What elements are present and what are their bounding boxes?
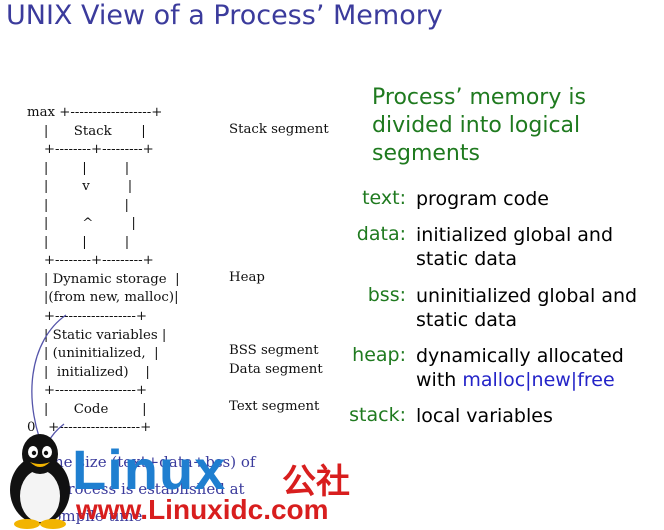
label-stack-segment: Stack segment [229,122,329,137]
memory-diagram-line: | Code | [27,401,147,417]
memory-diagram-line: +------------------+ [27,383,148,399]
term-stack: stack: [349,404,406,426]
def-line: static data [416,309,518,331]
watermark-url: www.Linuxidc.com [76,494,329,525]
term-bss: bss: [367,284,406,306]
slide-title: UNIX View of a Process’ Memory [6,0,443,31]
watermark-brand: Linux [72,438,227,501]
segments-heading: Process’ memory is divided into logical … [372,84,652,168]
memory-diagram-line: +--------+---------+ [27,253,154,269]
def-line: program code [416,188,549,210]
memory-diagram-line: | Stack | [27,123,146,139]
def-line: local variables [416,405,553,427]
term-heap: heap: [352,344,406,366]
memory-diagram-line: |(from new, malloc)| [27,290,179,306]
def-text: program code [416,187,549,211]
caption-line: The size (text+data+bss) of [44,453,256,471]
heading-line: segments [372,141,480,166]
malloc-new-free: malloc|new|free [462,369,615,391]
def-bss: uninitialized global and static data [416,284,637,332]
memory-diagram-line: max +------------------+ [27,105,163,120]
label-data-segment: Data segment [229,362,323,377]
def-line: with malloc|new|free [416,368,624,392]
memory-diagram-line: +------------------+ [27,309,148,325]
memory-layout-diagram: max +------------------+ | Stack | +----… [27,104,180,438]
memory-diagram-line: | | | [27,160,130,176]
heading-line: divided into logical [372,113,581,138]
caption-line: a process is established at [44,480,245,498]
memory-diagram-line: | | | [27,234,130,250]
def-prefix: with [416,369,463,391]
label-text-segment: Text segment [229,399,320,414]
def-line: static data [416,248,518,270]
size-caption: The size (text+data+bss) of a process is… [44,449,294,530]
def-line: initialized global and [416,224,614,246]
memory-diagram-line: +--------+---------+ [27,142,154,158]
memory-diagram-line: | (uninitialized, | [27,346,159,362]
watermark-brand-cn: 公社 [282,462,350,502]
memory-diagram-line: | initialized) | [27,364,150,380]
def-line: uninitialized global and [416,285,638,307]
term-text: text: [362,187,406,209]
def-line: dynamically allocated [416,345,624,367]
memory-diagram-line: | | [27,197,129,213]
def-stack: local variables [416,404,553,428]
memory-diagram-line: | ^ | [27,216,136,232]
label-bss-segment: BSS segment [229,343,319,358]
memory-diagram-line: 0 +------------------+ [27,420,152,436]
penguin-logo-icon [10,434,70,529]
caption-line: compile time [44,507,143,525]
def-data: initialized global and static data [416,223,613,271]
memory-diagram-line: | v | [27,179,133,195]
memory-diagram-line: | Dynamic storage | [27,271,180,287]
label-heap: Heap [229,270,265,285]
term-data: data: [356,223,406,245]
heading-line: Process’ memory is [372,85,586,110]
def-heap: dynamically allocated with malloc|new|fr… [416,344,624,392]
